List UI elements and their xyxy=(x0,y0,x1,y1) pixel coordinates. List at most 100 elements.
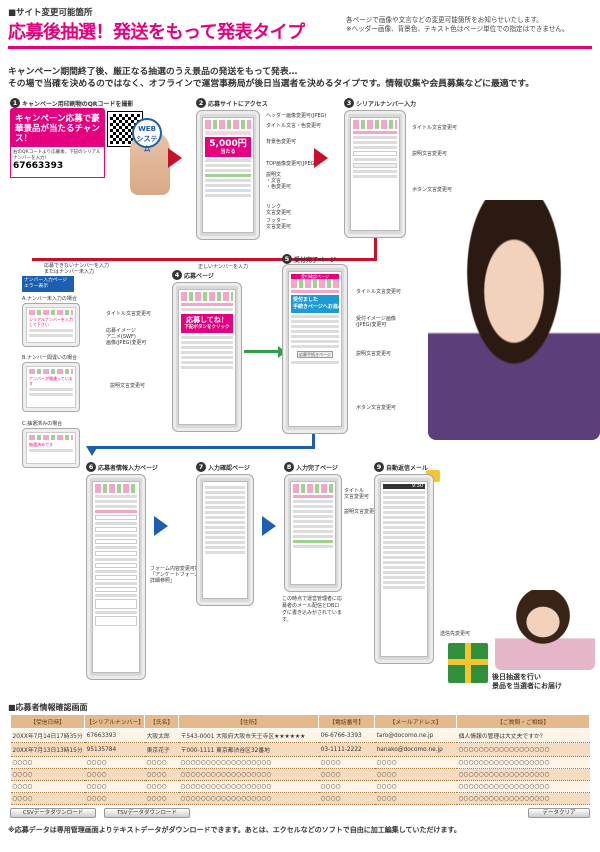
col-received: 【受信日時】 xyxy=(9,714,86,729)
connector-line xyxy=(374,238,377,260)
error-screen-a: シリアルナンバーを入力して下さい xyxy=(22,303,80,347)
cell: 20XX年7月14日17時35分 xyxy=(10,728,85,743)
label-button: ボタン文言変更可 xyxy=(412,187,453,193)
cell: ○○○○○○○○○○○○○○○○○○ xyxy=(178,780,319,793)
arrow-right-icon xyxy=(154,516,168,536)
cell: ○○○○○○○○○○○○○○○○○○ xyxy=(456,768,590,781)
intro-line-1: キャンペーン期間終了後、厳正なる抽選のうえ景品の発送をもって発表… xyxy=(8,67,298,77)
phone-step-3 xyxy=(344,110,406,238)
step-6-heading: 6 応募者情報入力ページ xyxy=(86,462,158,472)
error-title: ナンバー入力ページ エラー表示 xyxy=(22,276,74,292)
phone-screen: 9:30 xyxy=(380,481,428,657)
data-clear-button[interactable]: データクリア xyxy=(528,808,590,818)
csv-download-button[interactable]: CSVデータダウンロード xyxy=(10,808,96,818)
cell: ○○○○ xyxy=(84,792,145,805)
code-caption: 右のQRコードより応募後、下記のシリアルナンバーを入力！ xyxy=(13,150,101,161)
cell: ○○○○○○○○○○○○○○○○○○ xyxy=(178,792,319,805)
footer-note: ※応募データは専用管理画面よりテキストデータがダウンロードできます。あとは、エク… xyxy=(8,826,461,834)
step-7-heading: 7 入力確認ページ xyxy=(196,462,250,472)
cell: ○○○○ xyxy=(10,792,85,805)
label-description: 説明文言変更可 xyxy=(344,509,380,515)
step-number: 7 xyxy=(196,462,206,472)
step-number: 6 xyxy=(86,462,96,472)
applicant-table: 【受信日時】 【シリアルナンバー】 【氏名】 【住所】 【電話番号】 【メールア… xyxy=(9,714,590,805)
proceed-button[interactable]: 応募手続きページ xyxy=(297,351,333,358)
woman-with-phone-image xyxy=(428,200,600,440)
step-number: 1 xyxy=(10,98,20,108)
step-title: キャンペーン用印刷物のQRコードを撮影 xyxy=(22,100,134,108)
note-line-2: ※ヘッダー画像、背景色、テキスト色はページ単位での指定はできません。 xyxy=(346,25,569,33)
step-number: 2 xyxy=(196,98,206,108)
cell: ○○○○ xyxy=(374,792,457,805)
label-description: 説明文言変更可 xyxy=(110,383,146,389)
db-log-note: この時点で運営管理者に応募者のメール配信とDBログに書き込みがされています。 xyxy=(282,596,343,623)
apply-banner: 応募してね！ 下記ボタンをクリック xyxy=(181,314,233,333)
cell: 個人情報の管理は大丈夫ですか？ xyxy=(456,728,590,743)
col-address: 【住所】 xyxy=(178,714,320,729)
phone-step-6 xyxy=(86,474,146,680)
phone-screen xyxy=(290,481,336,585)
phone-step-4: 応募してね！ 下記ボタンをクリック xyxy=(172,282,242,432)
cell: ○○○○ xyxy=(374,768,457,781)
prize-sub: 当たる xyxy=(220,149,236,155)
step-9-heading: 9 自動返信メール xyxy=(374,462,428,472)
cell: ○○○○ xyxy=(144,768,179,781)
gift-caption: 後日抽選を行い 景品を当選者にお届け xyxy=(492,673,562,690)
title-bar: 受付確認ページ xyxy=(291,274,339,279)
phone-screen: 応募してね！ 下記ボタンをクリック xyxy=(178,289,236,425)
col-name: 【氏名】 xyxy=(144,714,180,729)
connector-line xyxy=(92,446,315,449)
woman-receiving-gift-image xyxy=(495,590,595,670)
cell: 〒000-1111 東京都渋谷区32番地 xyxy=(178,742,319,757)
label-title-text: タイトル文言・色変更可 xyxy=(266,123,322,129)
prize-amount: 5,000円 xyxy=(209,139,247,149)
error-screen-c: 抽選済みです xyxy=(22,428,80,468)
step-4-heading: 4 応募ページ xyxy=(172,270,214,280)
label-link: リンク 文言変更可 xyxy=(266,204,292,216)
cell: ○○○○○○○○○○○○○○○○○○ xyxy=(456,792,590,805)
cell: taro@docomo.ne.jp xyxy=(374,728,457,743)
cell: ○○○○ xyxy=(10,780,85,793)
cell: 20XX年7月13日13時15分 xyxy=(10,742,85,757)
step-title: 受付完了ページ xyxy=(294,256,336,264)
header-image xyxy=(205,120,251,129)
cell: 67663393 xyxy=(84,728,145,743)
arrow-right-icon xyxy=(168,148,182,168)
cell: 〒543-0001 大阪府大阪市天王寺区★★★★★★ xyxy=(178,728,319,743)
phone-screen xyxy=(350,117,400,231)
section-mark: ■サイト変更可能箇所 xyxy=(8,8,93,18)
label-button: ボタン文言変更可 xyxy=(356,405,397,411)
phone-step-9: 9:30 xyxy=(374,474,434,664)
connector-line xyxy=(32,258,377,261)
phone-step-5: 受付確認ページ 受付ました 手続きページへお進みください 応募手続きページ xyxy=(282,264,348,434)
cell: ○○○○ xyxy=(318,768,375,781)
step-number: 9 xyxy=(374,462,384,472)
cell: hanako@docomo.ne.jp xyxy=(374,742,457,757)
label-title-text: タイトル文言変更可 xyxy=(356,289,402,295)
step-1-heading: 1 キャンペーン用印刷物のQRコードを撮影 xyxy=(10,98,133,108)
gift-box-icon xyxy=(448,643,488,683)
step-title: 応募サイトにアクセス xyxy=(208,100,268,108)
cell: ○○○○○○○○○○○○○○○○○○ xyxy=(456,756,590,769)
table-header-row: 【受信日時】 【シリアルナンバー】 【氏名】 【住所】 【電話番号】 【メールア… xyxy=(9,714,590,729)
cell: ○○○○ xyxy=(10,756,85,769)
phone-step-8 xyxy=(284,474,342,592)
serial-code: 67663393 xyxy=(13,161,64,171)
step-title: 自動返信メール xyxy=(386,464,429,472)
label-apply-image: 応募イメージ アニメ(SWF) 画像(JPEG)変更可 xyxy=(106,328,147,346)
step-title: 入力確認ページ xyxy=(208,464,250,472)
tsv-download-button[interactable]: TSVデータダウンロード xyxy=(104,808,190,818)
cell: 06-6766-3393 xyxy=(318,728,375,743)
col-serial: 【シリアルナンバー】 xyxy=(84,714,146,729)
cell: ○○○○ xyxy=(374,756,457,769)
step-number: 4 xyxy=(172,270,182,280)
label-top-image: TOP画像変更可(JPEG) xyxy=(266,161,317,167)
cell: ○○○○ xyxy=(84,768,145,781)
cell: ○○○○ xyxy=(10,768,85,781)
cell: ○○○○○○○○○○○○○○○○○○ xyxy=(178,768,319,781)
cell: 03-1111-2222 xyxy=(318,742,375,757)
phone-screen xyxy=(202,481,248,599)
serial-code-box: 右のQRコードより応募後、下記のシリアルナンバーを入力！ 67663393 xyxy=(10,146,105,178)
cell: ○○○○○○○○○○○○○○○○○○ xyxy=(178,756,319,769)
